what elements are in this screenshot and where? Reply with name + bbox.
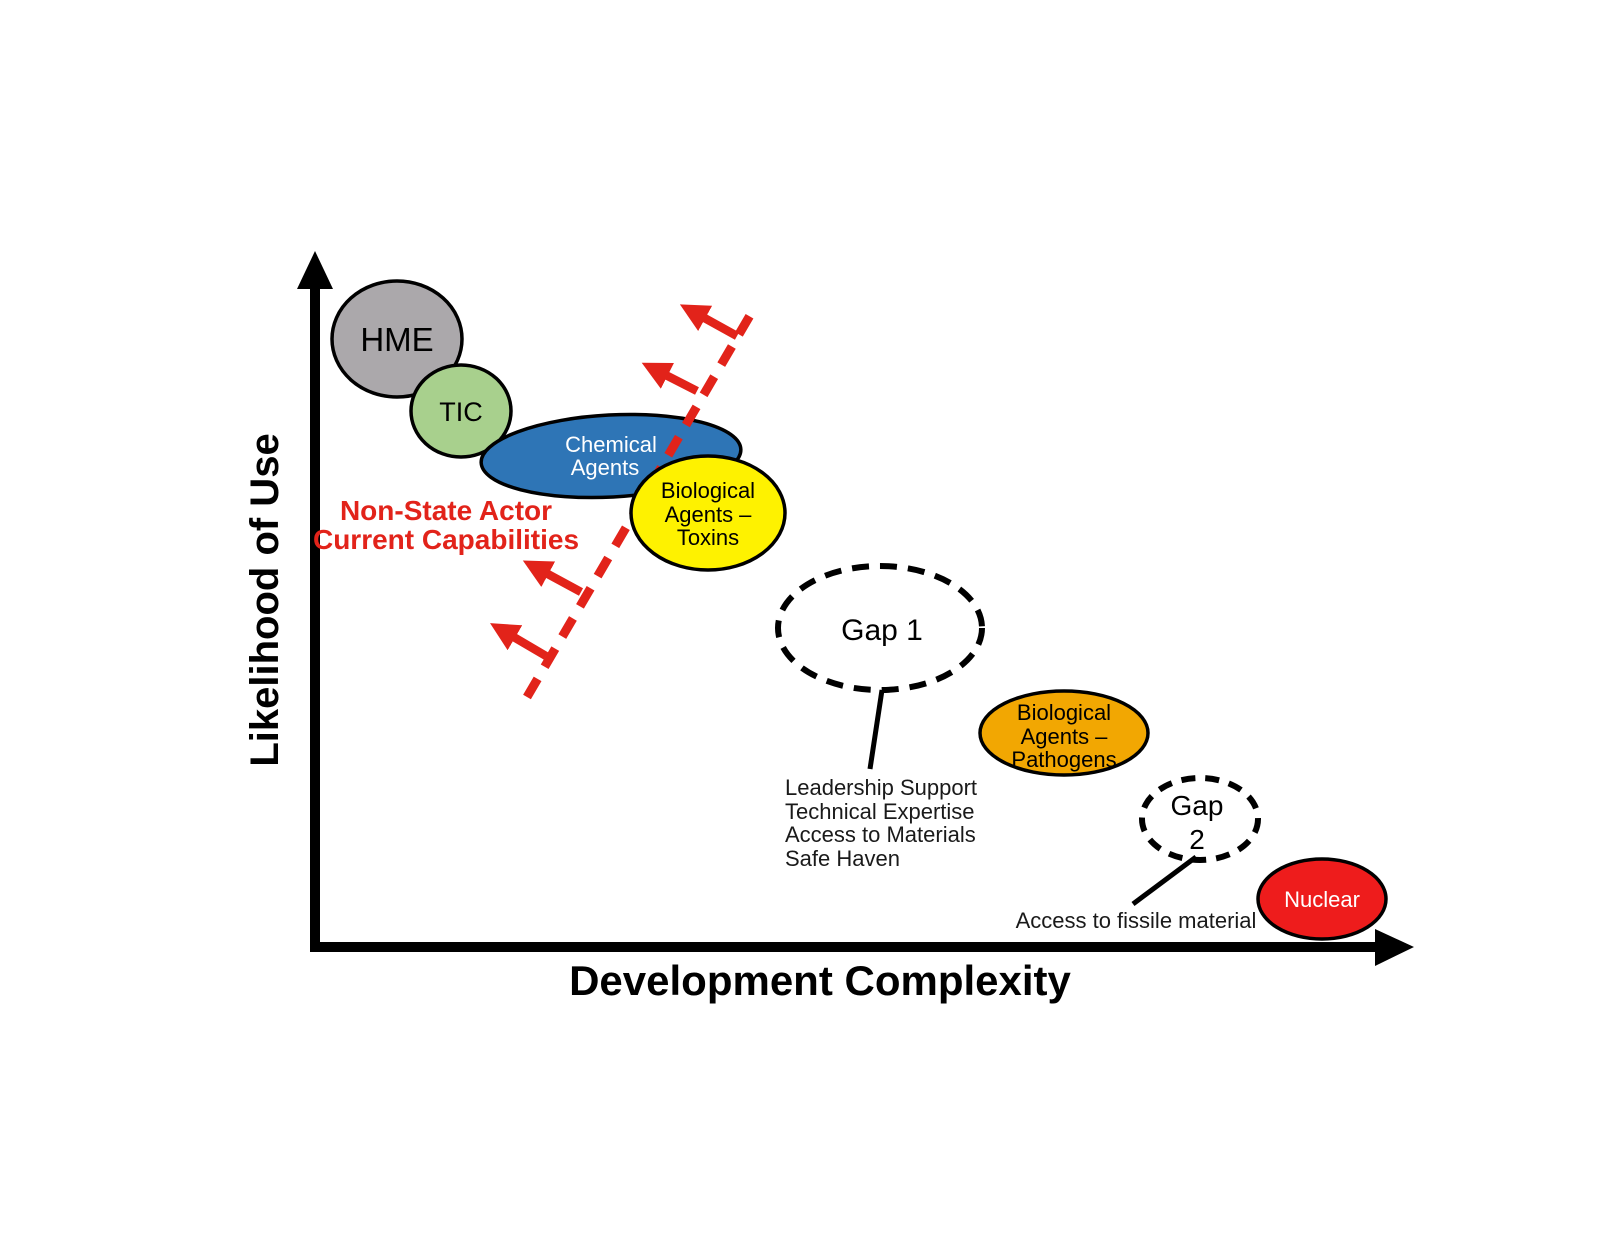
bio-toxins-label-line2: Agents – <box>665 502 753 527</box>
bio-pathogens-label-line1: Biological <box>1017 700 1111 725</box>
node-gap1: Gap 1 <box>775 563 985 693</box>
capability-arrow-3 <box>522 560 584 596</box>
capability-arrow-1 <box>679 304 740 340</box>
bio-toxins-ellipse <box>629 454 787 572</box>
bio-toxins-label-line3: Toxins <box>677 525 739 550</box>
nuclear-label: Nuclear <box>1284 887 1360 912</box>
gap1-label: Gap 1 <box>841 614 923 647</box>
gap2-factor: Access to fissile material <box>1016 908 1257 933</box>
capability-arrow-4 <box>490 623 549 660</box>
gap2-label-line1: Gap <box>1171 790 1224 821</box>
capability-note-line1: Non-State Actor <box>340 495 552 526</box>
gap1-factor-3: Access to Materials <box>785 822 976 847</box>
hme-label: HME <box>360 321 433 358</box>
node-gap2: Gap 2 <box>1139 775 1261 863</box>
bio-pathogens-label-line2: Agents – <box>1021 724 1109 749</box>
gap1-factor-1: Leadership Support <box>785 775 977 800</box>
tic-ellipse <box>409 363 513 459</box>
x-axis-title: Development Complexity <box>569 957 1071 1004</box>
y-axis-arrowhead-icon <box>297 251 333 289</box>
gap2-ellipse <box>1139 775 1261 863</box>
gap1-connector-line <box>867 689 885 770</box>
node-bio-toxins: Biological Agents – Toxins <box>629 454 787 572</box>
x-axis-arrowhead-icon <box>1375 929 1414 966</box>
node-nuclear: Nuclear <box>1256 857 1388 941</box>
nuclear-ellipse <box>1256 857 1388 941</box>
bio-toxins-label-line1: Biological <box>661 478 755 503</box>
gap1-factor-2: Technical Expertise <box>785 799 975 824</box>
gap2-connector-line <box>1131 854 1198 907</box>
node-tic: TIC <box>409 363 513 459</box>
hme-ellipse <box>330 279 464 399</box>
capability-note-line2: Current Capabilities <box>313 524 579 555</box>
gap1-factors-list: Leadership Support Technical Expertise A… <box>785 775 977 871</box>
bio-pathogens-label-line3: Pathogens <box>1011 747 1116 772</box>
gap1-factor-4: Safe Haven <box>785 846 900 871</box>
tic-label: TIC <box>439 397 483 427</box>
gap1-ellipse <box>775 563 985 693</box>
y-axis-title: Likelihood of Use <box>243 433 287 766</box>
node-hme: HME <box>330 279 464 399</box>
chemical-agents-label-line1: Chemical <box>565 432 657 457</box>
node-bio-pathogens: Biological Agents – Pathogens <box>978 689 1150 777</box>
chemical-agents-label-line2: Agents <box>571 455 640 480</box>
gap2-label-line2: 2 <box>1189 824 1205 855</box>
capability-arrow-2 <box>641 362 699 395</box>
bio-pathogens-ellipse <box>978 689 1150 777</box>
